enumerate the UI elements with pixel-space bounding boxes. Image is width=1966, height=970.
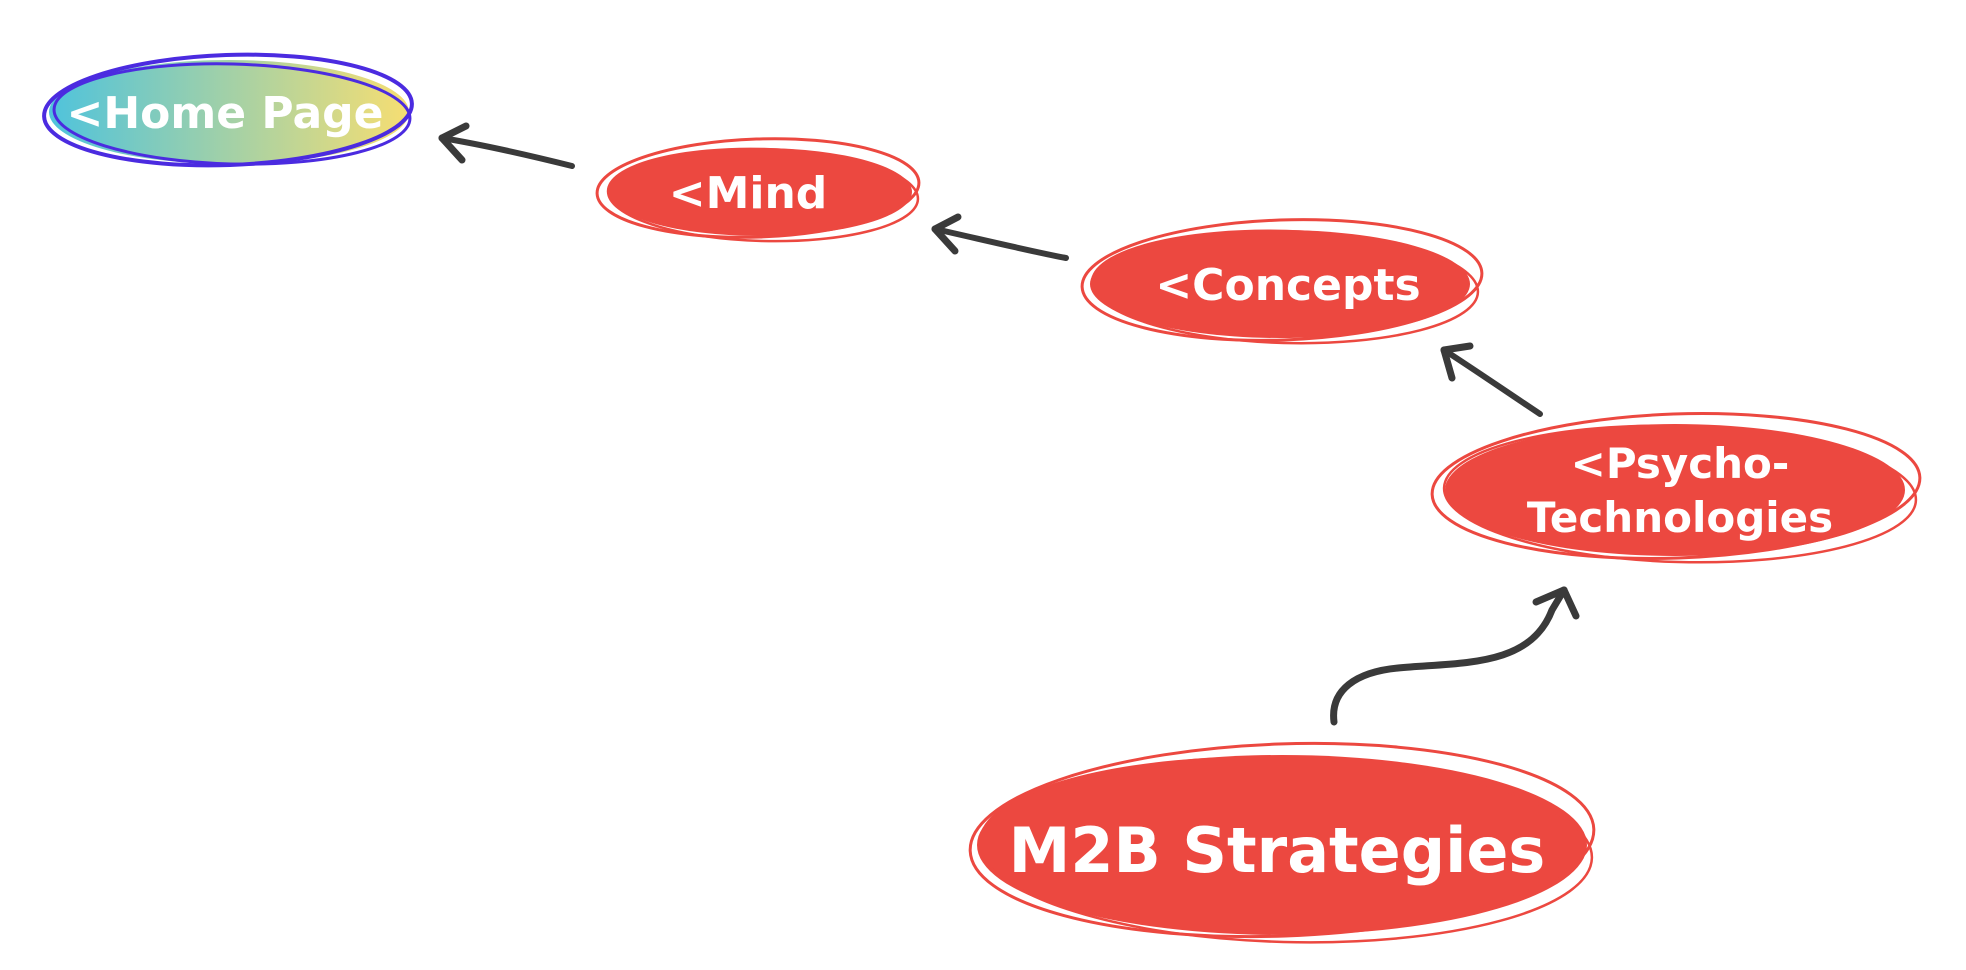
node-m2b-label: M2B Strategies bbox=[1009, 814, 1546, 887]
arrow-m2b-to-psycho bbox=[1330, 586, 1580, 726]
node-psycho-label-line2: Technologies bbox=[1527, 493, 1833, 542]
node-psycho-technologies[interactable]: <Psycho- Technologies bbox=[1430, 406, 1923, 569]
node-mind-label: <Mind bbox=[669, 168, 828, 219]
arrow-mind-to-home bbox=[438, 122, 575, 169]
node-m2b-strategies[interactable]: M2B Strategies bbox=[967, 733, 1597, 950]
node-home-page[interactable]: <Home Page bbox=[42, 49, 414, 172]
node-concepts-label: <Concepts bbox=[1155, 260, 1420, 311]
node-home-page-label: <Home Page bbox=[66, 88, 383, 139]
node-mind[interactable]: <Mind bbox=[595, 133, 921, 245]
arrow-concepts-to-mind bbox=[931, 213, 1069, 261]
arrow-psycho-to-concepts bbox=[1440, 342, 1543, 417]
arrows bbox=[438, 122, 1580, 726]
node-psycho-label-line1: <Psycho- bbox=[1571, 439, 1790, 488]
node-concepts[interactable]: <Concepts bbox=[1080, 213, 1484, 348]
